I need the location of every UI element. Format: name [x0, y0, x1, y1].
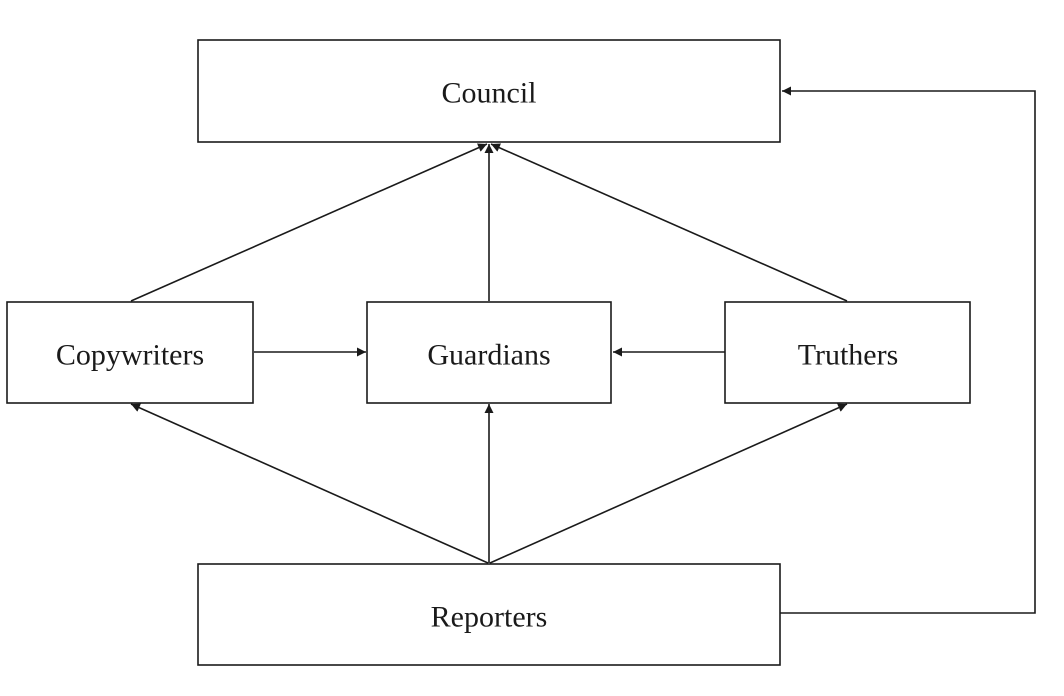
node-guardians-label: Guardians [427, 339, 550, 372]
node-council-box [197, 39, 781, 143]
edges [130, 86, 1036, 614]
edge-reporters-to-truthers [489, 403, 848, 564]
node-reporters-box [197, 563, 781, 666]
node-guardians-box [366, 301, 612, 404]
edge-reporters-to-council [780, 86, 1036, 614]
node-truthers: Truthers [724, 301, 971, 404]
node-copywriters-label: Copywriters [56, 339, 204, 372]
node-council-label: Council [442, 77, 537, 110]
node-reporters-label: Reporters [431, 601, 548, 634]
node-truthers-box [724, 301, 971, 404]
node-reporters: Reporters [197, 563, 781, 666]
edge-reporters-to-copywriters [130, 403, 489, 564]
node-guardians: Guardians [366, 301, 612, 404]
edge-truthers-to-council [490, 143, 848, 302]
node-copywriters-box [6, 301, 254, 404]
edge-copywriters-to-council [130, 143, 488, 302]
node-council: Council [197, 39, 781, 143]
node-truthers-label: Truthers [798, 339, 899, 372]
node-copywriters: Copywriters [6, 301, 254, 404]
